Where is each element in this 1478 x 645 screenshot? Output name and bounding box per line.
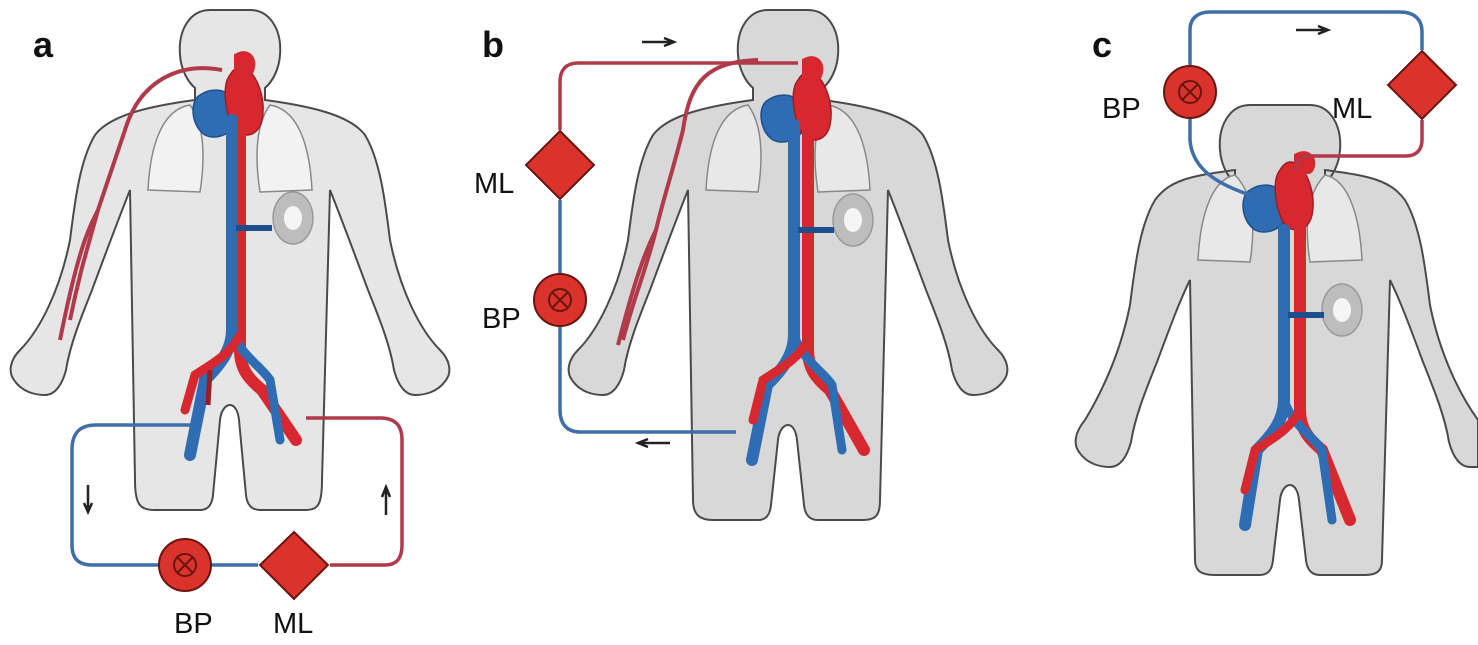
blood-pump [534,274,586,326]
panel-a: a BP ML [0,0,460,645]
panel-a-lung-label: ML [273,608,313,641]
panel-c-lung-label: ML [1332,93,1372,126]
membrane-lung [1388,51,1456,119]
panel-c-letter: c [1092,24,1112,66]
kidney [1322,284,1362,336]
panel-a-letter: a [33,24,53,66]
membrane-lung [526,131,594,199]
kidney [833,194,873,246]
kidney [273,192,313,244]
blood-pump [159,539,211,591]
panel-a-figure [0,0,460,645]
panel-a-pump-label: BP [174,608,213,641]
membrane-lung [260,532,328,599]
panel-b-letter: b [482,24,504,66]
panel-c: c BP ML [1070,0,1478,645]
panel-c-pump-label: BP [1102,93,1141,126]
panel-b: b ML BP [468,0,1028,645]
ecmo-circuit [72,418,402,565]
panel-b-pump-label: BP [482,303,521,336]
panel-b-figure [468,0,1028,645]
blood-pump [1164,66,1216,118]
panel-b-lung-label: ML [474,168,514,201]
